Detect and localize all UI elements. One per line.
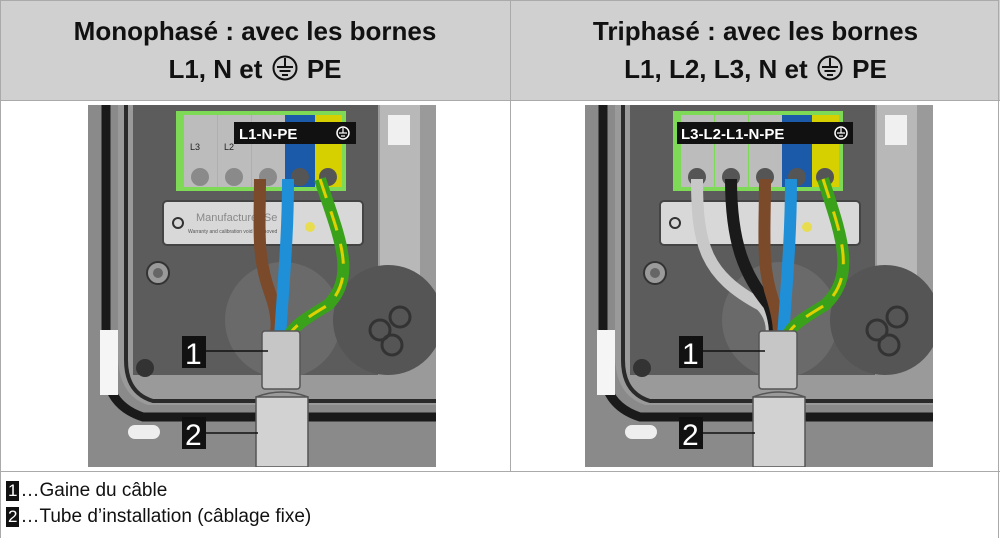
header-three-phase: Triphasé : avec les bornes L1, L2, L3, N… xyxy=(511,0,1000,100)
legend: 1 …Gaine du câble 2 …Tube d’installation… xyxy=(6,478,311,530)
three-phase-wiring-photo: L3-L2-L1-N-PE 1 2 xyxy=(585,105,933,467)
legend-text: …Tube d’installation (câblage fixe) xyxy=(20,504,311,530)
header-single-phase: Monophasé : avec les bornes L1, N et PE xyxy=(0,0,510,100)
single-phase-terminal-tag: L1-N-PE xyxy=(239,126,297,143)
header-three-phase-line2: L1, L2, L3, N et PE xyxy=(624,50,887,88)
legend-number: 1 xyxy=(6,481,19,501)
earth-ground-icon xyxy=(817,55,843,81)
column-divider xyxy=(510,0,511,472)
callout-2: 2 xyxy=(682,419,699,452)
header-single-phase-line2: L1, N et PE xyxy=(168,50,341,88)
callout-1: 1 xyxy=(682,338,699,371)
single-phase-wiring-photo: L3 L2 L1-N-PE Manufacturer Se Warranty a… xyxy=(88,105,436,467)
legend-text: …Gaine du câble xyxy=(20,478,167,504)
earth-ground-icon xyxy=(272,55,298,81)
callout-1: 1 xyxy=(185,338,202,371)
row-divider xyxy=(0,100,1000,101)
legend-number: 2 xyxy=(6,507,19,527)
header-single-phase-terminals: L1, N et xyxy=(168,54,262,84)
three-phase-terminal-tag: L3-L2-L1-N-PE xyxy=(681,126,784,143)
legend-item: 1 …Gaine du câble xyxy=(6,478,311,504)
header-three-phase-line1: Triphasé : avec les bornes xyxy=(593,12,918,50)
terminal-label-l2: L2 xyxy=(224,142,234,152)
row-divider xyxy=(0,471,1000,472)
legend-item: 2 …Tube d’installation (câblage fixe) xyxy=(6,504,311,530)
header-single-phase-pe: PE xyxy=(307,54,342,84)
terminal-label-l3: L3 xyxy=(190,142,200,152)
callout-2: 2 xyxy=(185,419,202,452)
header-three-phase-pe: PE xyxy=(852,54,887,84)
header-three-phase-terminals: L1, L2, L3, N et xyxy=(624,54,808,84)
header-single-phase-line1: Monophasé : avec les bornes xyxy=(74,12,437,50)
